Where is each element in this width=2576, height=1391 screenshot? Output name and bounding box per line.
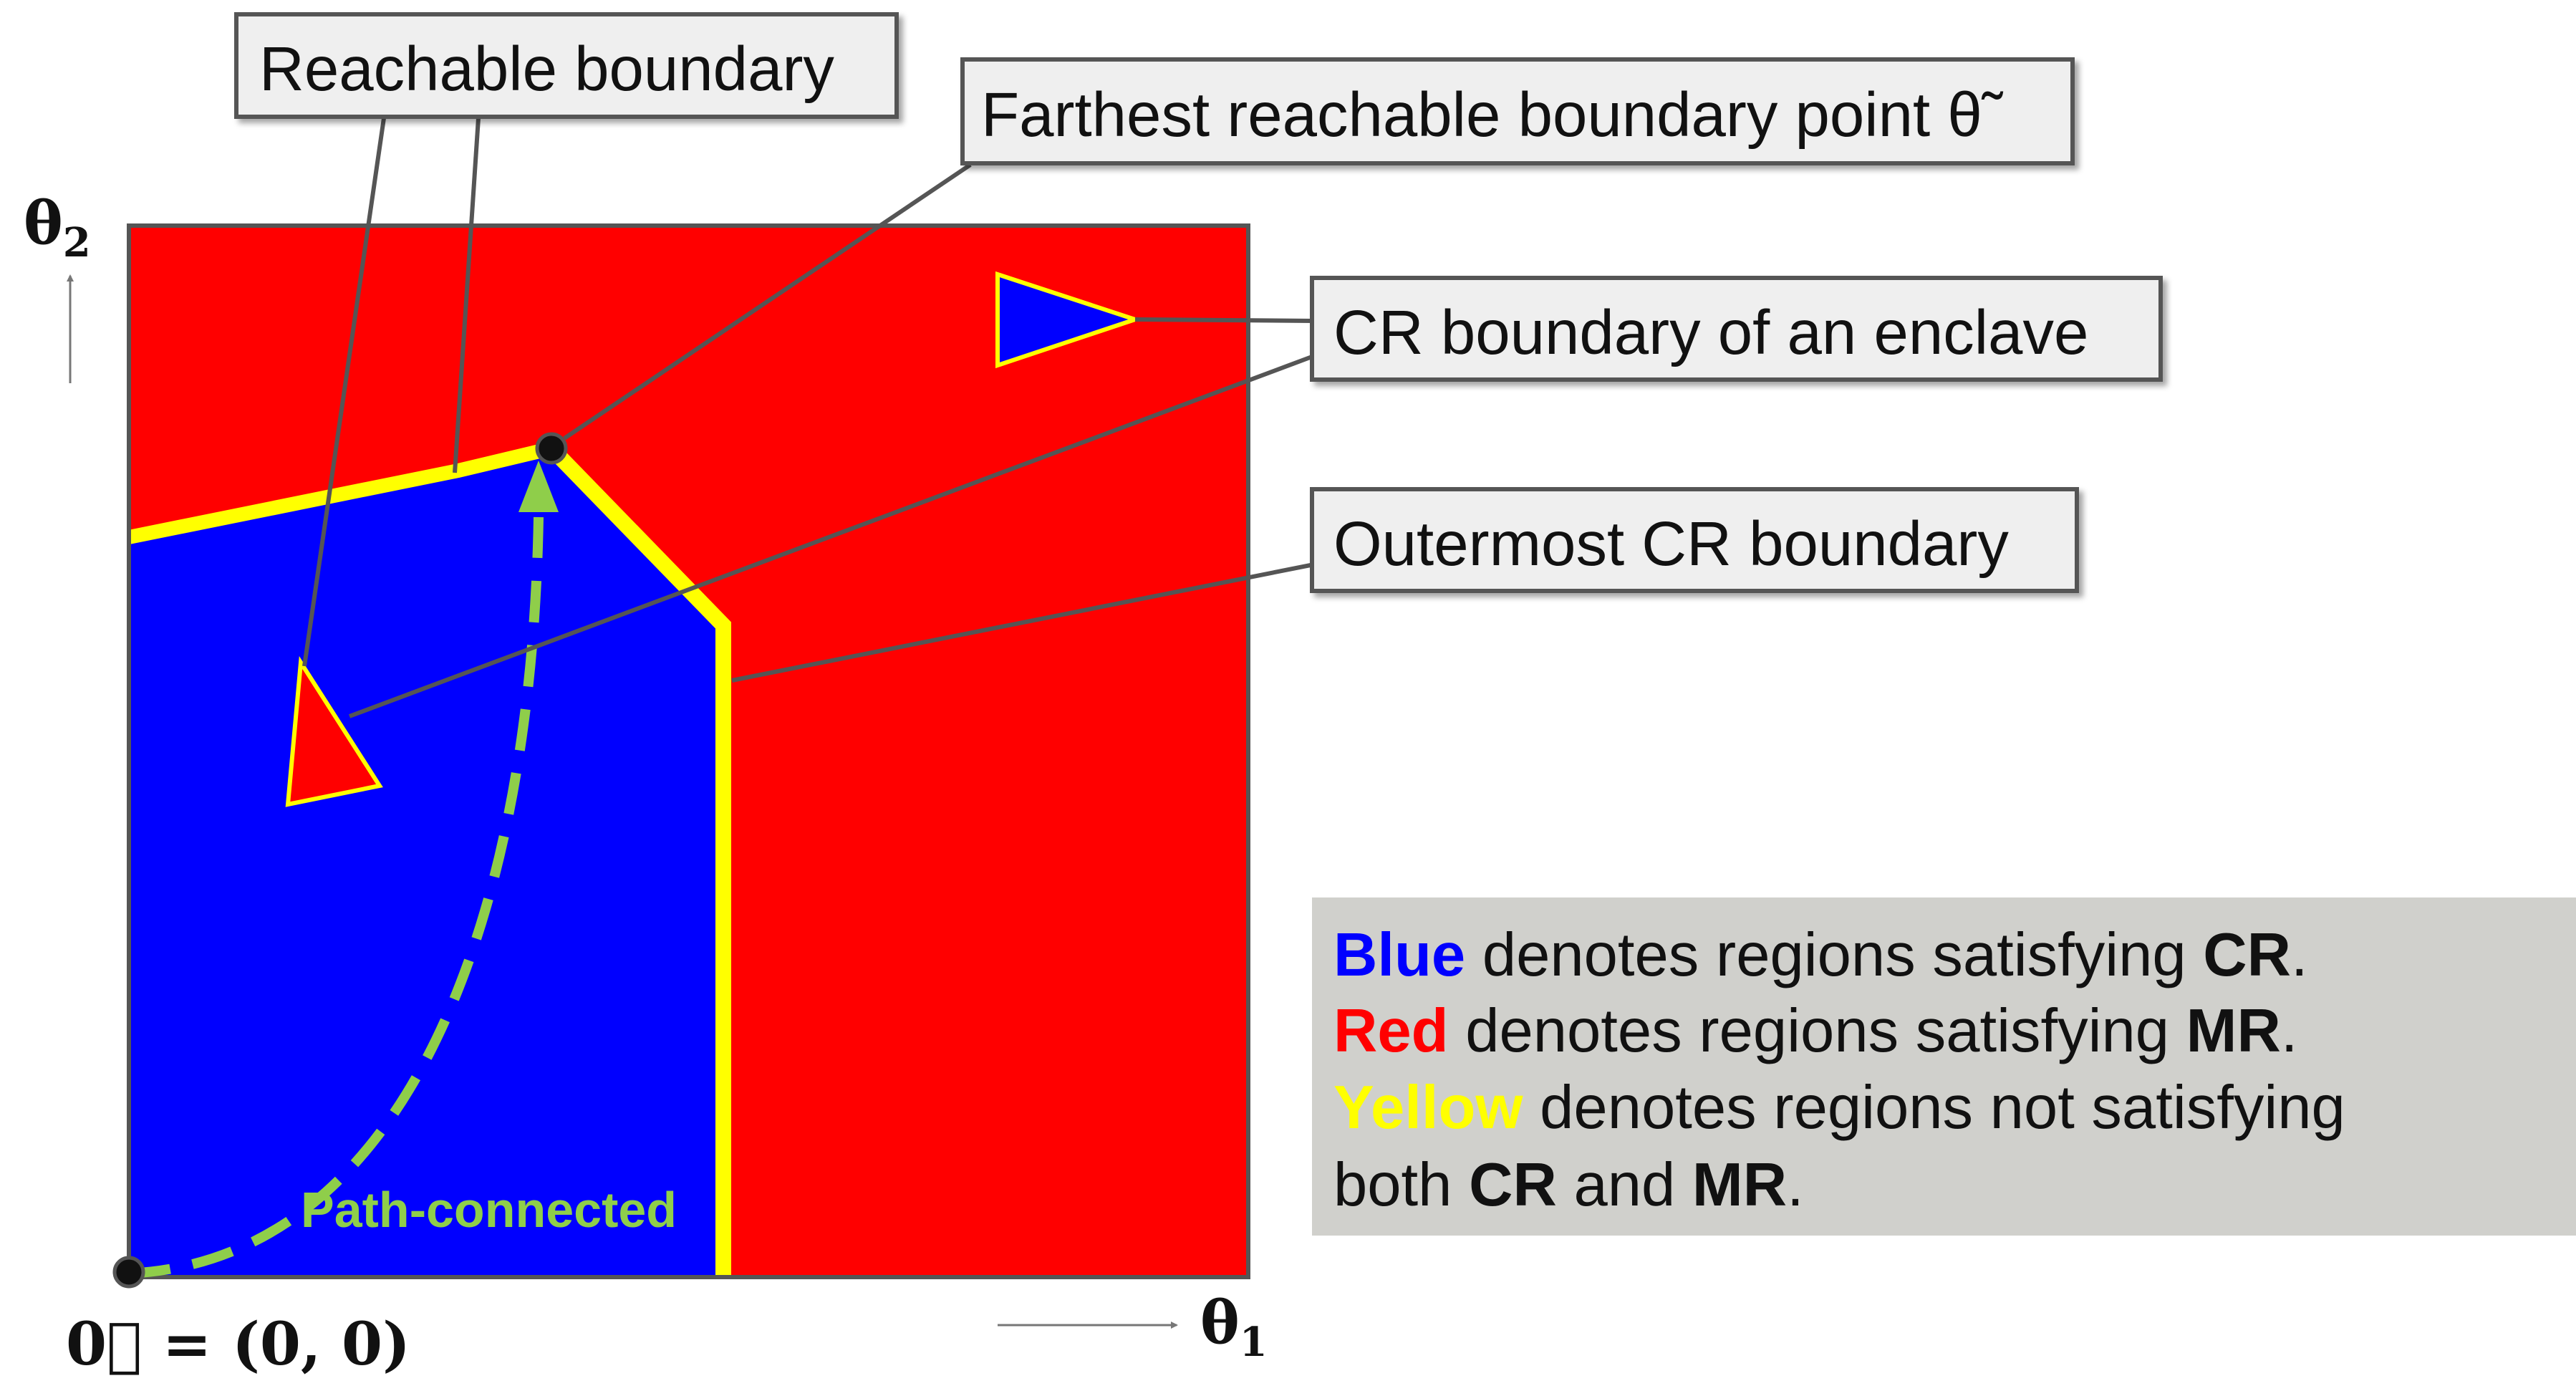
- callout-reachable: Reachable boundary: [234, 12, 899, 119]
- svg-text:Outermost CR boundary: Outermost CR boundary: [1333, 509, 2009, 579]
- cr-region: [129, 448, 723, 1277]
- legend-panel: Blue denotes regions satisfying CR. Red …: [1312, 897, 2576, 1236]
- leader-reachable-a: [302, 117, 386, 667]
- farthest-point: [535, 432, 568, 465]
- svg-text:Reachable boundary: Reachable boundary: [259, 34, 834, 104]
- leader-reachable-b: [453, 117, 481, 473]
- plot-frame: [127, 223, 1250, 1279]
- callout-outermost: Outermost CR boundary: [1310, 487, 2079, 593]
- legend-line-yellow: Yellow denotes regions not satisfying: [1333, 1074, 2345, 1142]
- blue-enclave: [995, 271, 1142, 369]
- legend-line-red: Red denotes regions satisfying MR.: [1333, 997, 2297, 1065]
- x-axis-label: θ1: [1200, 1289, 1268, 1366]
- legend-line-both: both CR and MR.: [1333, 1151, 1804, 1219]
- leader-outermost: [731, 562, 1315, 683]
- legend-line-blue: Blue denotes regions satisfying CR.: [1333, 921, 2308, 989]
- svg-text:Farthest reachable boundary po: Farthest reachable boundary point θ̃: [981, 80, 2004, 150]
- origin-point: [112, 1256, 145, 1289]
- path-arrowhead: [518, 461, 559, 512]
- red-enclave: [285, 656, 383, 807]
- path-connected-label: Path-connected: [301, 1182, 677, 1238]
- outermost-cr-boundary: [546, 443, 731, 1277]
- leader-enclave-blue: [1134, 317, 1315, 323]
- svg-text:CR boundary of an enclave: CR boundary of an enclave: [1333, 298, 2088, 367]
- origin-label: 0⃗ = (0, 0): [66, 1310, 410, 1379]
- reachable-boundary: [127, 441, 554, 544]
- leader-enclave-red: [348, 352, 1319, 718]
- callout-enclave: CR boundary of an enclave: [1310, 276, 2163, 382]
- y-axis-label: θ2: [24, 189, 91, 266]
- path-connected-curve: [128, 516, 544, 1279]
- callout-farthest: Farthest reachable boundary point θ̃: [960, 57, 2075, 165]
- leader-farthest: [563, 163, 972, 441]
